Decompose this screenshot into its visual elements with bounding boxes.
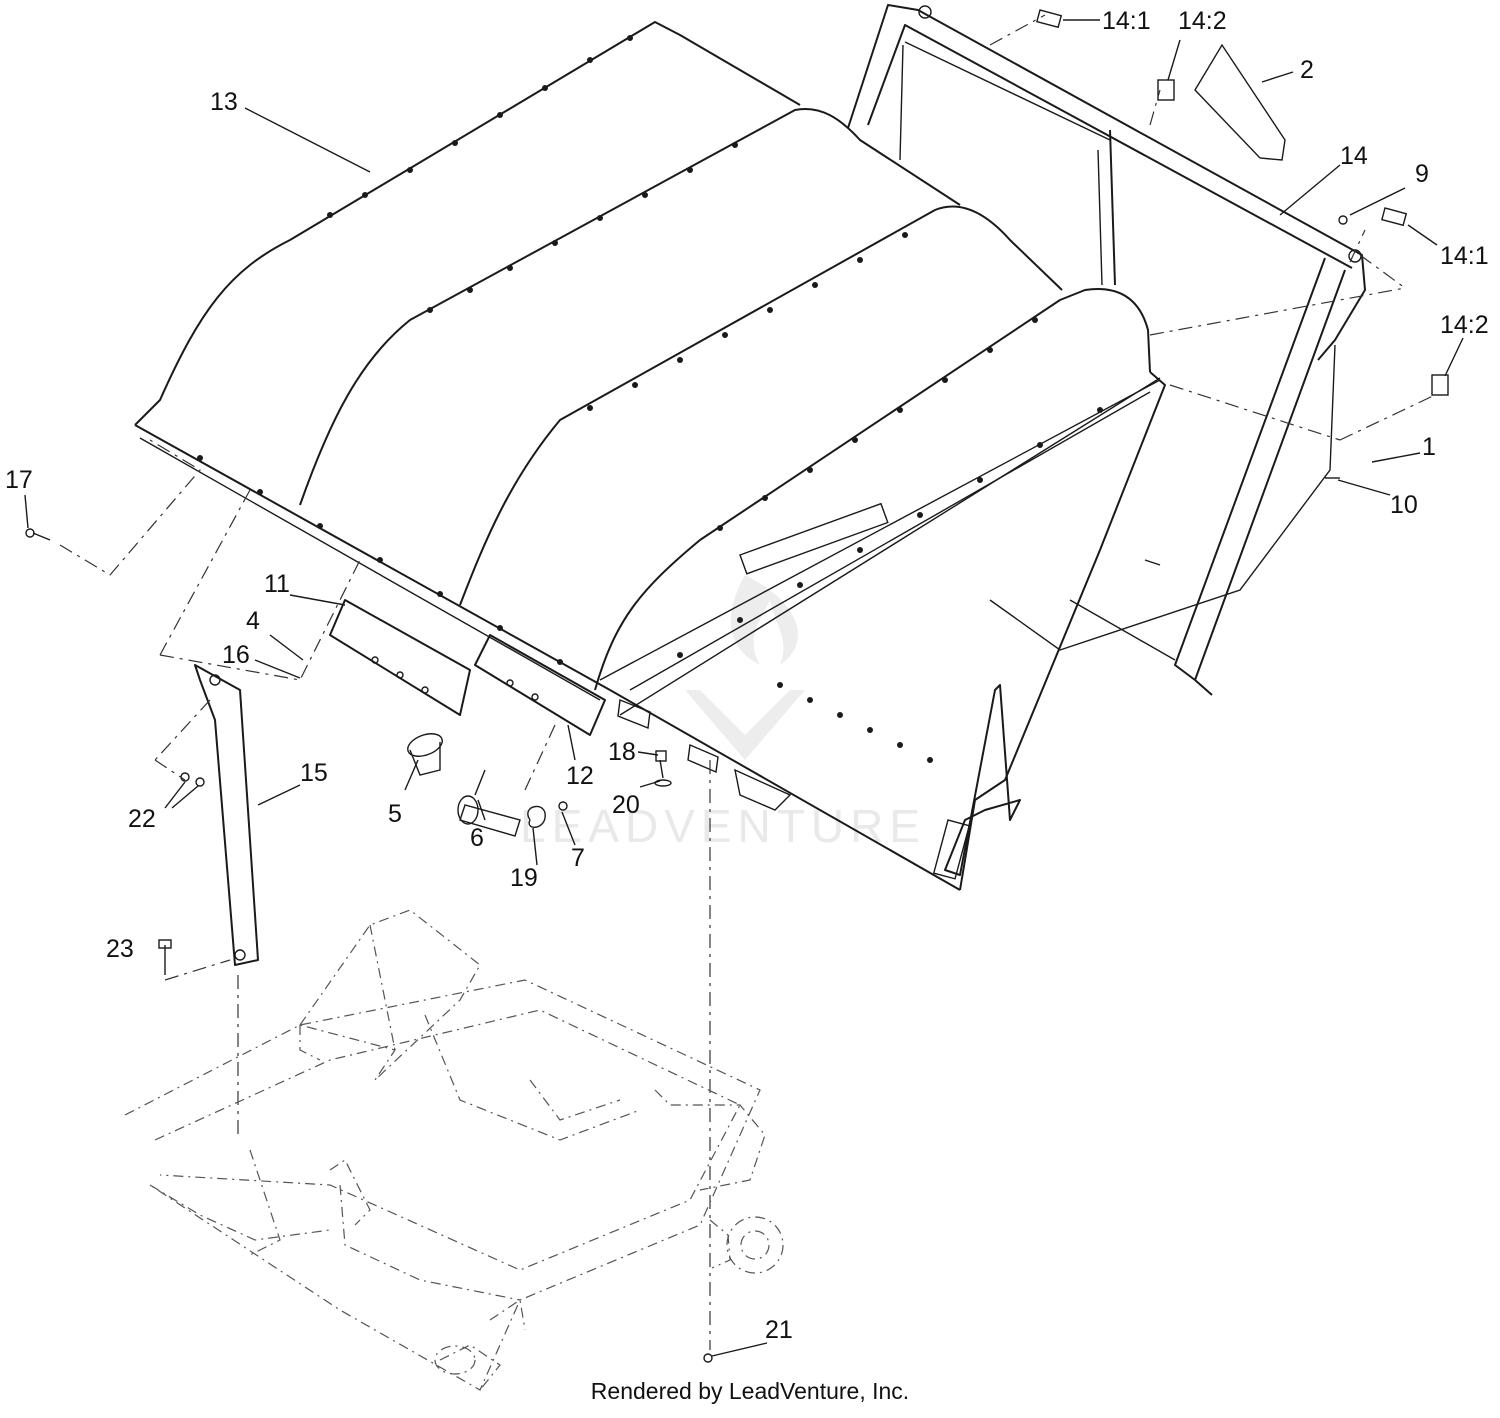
decals [1036, 9, 1449, 396]
callout-19: 23 [106, 935, 134, 963]
lift-latch [932, 684, 1021, 880]
render-credit: Rendered by LeadVenture, Inc. [590, 1378, 910, 1404]
callout-9: 9 [1415, 160, 1429, 188]
callout-6: 6 [470, 824, 484, 852]
callout-13: 13 [210, 88, 238, 116]
callout-23: 22 [128, 805, 156, 833]
watermark: LEADVENTURE [520, 575, 926, 852]
callout-21: 20 [612, 791, 640, 819]
callout-14-2-right: 14:2 [1440, 311, 1489, 339]
chassis-ghost [124, 909, 784, 1391]
callout-15: 15 [300, 759, 328, 787]
callout-10: 10 [1390, 491, 1418, 519]
callout-20: 19 [510, 864, 538, 892]
assembly-lines [59, 14, 1436, 1350]
callout-16: 16 [222, 641, 250, 669]
callout-4: 4 [246, 607, 260, 635]
hardware [25, 215, 1348, 975]
callout-18: 18 [608, 738, 636, 766]
callout-14-1-top: 14:1 [1102, 7, 1151, 35]
callout-22: 21 [765, 1316, 793, 1344]
callout-17: 17 [5, 466, 33, 494]
side-panels [329, 599, 606, 736]
callout-14-2-top: 14:2 [1178, 7, 1227, 35]
callout-14: 14 [1340, 142, 1368, 170]
cover-rivets [197, 35, 1103, 763]
callout-11: 11 [264, 570, 290, 598]
support-strut [194, 664, 259, 966]
callout-5: 5 [388, 800, 402, 828]
callout-labels: 1 2 4 5 6 7 9 10 11 12 13 14 14:1 14:2 1… [5, 7, 1489, 1344]
callout-14-1-right: 14:1 [1440, 242, 1489, 270]
hopper-cover [134, 21, 1166, 891]
callout-12: 12 [566, 762, 594, 790]
callout-2: 2 [1300, 56, 1314, 84]
watermark-text: LEADVENTURE [520, 800, 926, 852]
leader-lines [24, 19, 1464, 1357]
callout-7: 7 [571, 844, 585, 872]
rear-frame [847, 4, 1366, 696]
callout-1: 1 [1422, 433, 1436, 461]
